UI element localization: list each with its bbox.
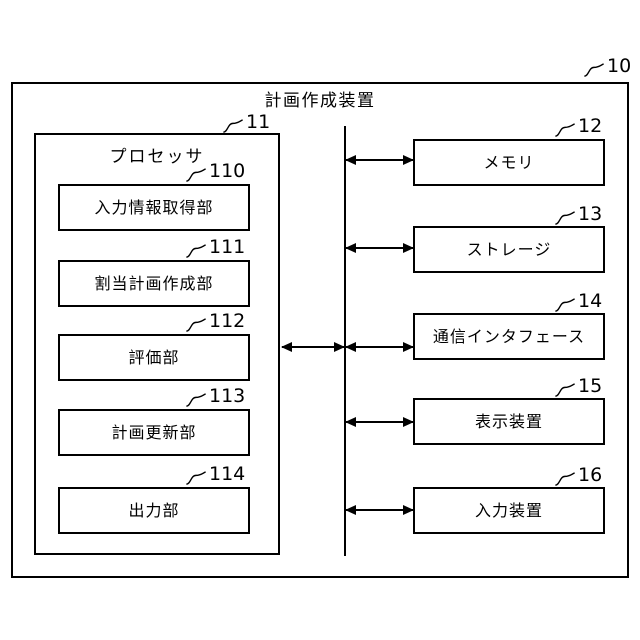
ref-numeral-12: 12	[578, 115, 603, 137]
ref-numeral-10: 10	[607, 55, 632, 77]
ref-numeral-113: 113	[209, 385, 246, 407]
ref-numeral-111: 111	[209, 236, 246, 258]
leader-line-111	[186, 244, 206, 258]
arrow-bus-display-device	[345, 417, 414, 427]
processor-unit-label: 計画更新部	[111, 422, 197, 442]
system-bus-line	[344, 126, 346, 556]
ref-numeral-14: 14	[578, 290, 603, 312]
peripheral-label: メモリ	[483, 152, 535, 172]
peripheral-label: 通信インタフェース	[432, 326, 586, 346]
peripheral-storage[interactable]: ストレージ	[413, 226, 605, 273]
leader-line-13	[555, 211, 575, 225]
leader-line-110	[186, 168, 206, 182]
ref-numeral-114: 114	[209, 463, 246, 485]
peripheral-memory[interactable]: メモリ	[413, 139, 605, 186]
processor-unit-label: 割当計画作成部	[94, 273, 214, 293]
processor-unit-plan-update[interactable]: 計画更新部	[58, 409, 250, 456]
device-title: 計画作成装置	[264, 91, 376, 111]
peripheral-label: 入力装置	[474, 500, 543, 520]
processor-unit-input-info-acquisition[interactable]: 入力情報取得部	[58, 184, 250, 231]
peripheral-display-device[interactable]: 表示装置	[413, 398, 605, 445]
processor-unit-label: 評価部	[128, 347, 180, 367]
processor-unit-label: 入力情報取得部	[94, 197, 214, 217]
peripheral-input-device[interactable]: 入力装置	[413, 487, 605, 534]
ref-numeral-16: 16	[578, 464, 603, 486]
arrow-bus-storage	[345, 243, 414, 253]
peripheral-label: 表示装置	[474, 411, 543, 431]
processor-unit-evaluation[interactable]: 評価部	[58, 334, 250, 381]
peripheral-communication-interface[interactable]: 通信インタフェース	[413, 313, 605, 360]
leader-line-114	[186, 471, 206, 485]
leader-line-16	[555, 472, 575, 486]
peripheral-label: ストレージ	[466, 239, 552, 259]
processor-unit-output[interactable]: 出力部	[58, 487, 250, 534]
processor-label: プロセッサ	[109, 147, 205, 167]
leader-line-113	[186, 393, 206, 407]
leader-line-10	[584, 63, 604, 77]
arrow-processor-bus	[281, 342, 345, 352]
arrow-bus-communication-interface	[345, 342, 414, 352]
arrow-bus-input-device	[345, 505, 414, 515]
ref-numeral-112: 112	[209, 310, 246, 332]
ref-numeral-15: 15	[578, 375, 603, 397]
arrow-bus-memory	[345, 155, 414, 165]
ref-numeral-13: 13	[578, 203, 603, 225]
leader-line-112	[186, 318, 206, 332]
leader-line-15	[555, 383, 575, 397]
ref-numeral-11: 11	[246, 111, 271, 133]
processor-unit-label: 出力部	[128, 500, 180, 520]
leader-line-11	[223, 119, 243, 133]
ref-numeral-110: 110	[209, 160, 246, 182]
processor-unit-allocation-plan-creation[interactable]: 割当計画作成部	[58, 260, 250, 307]
leader-line-14	[555, 298, 575, 312]
leader-line-12	[555, 123, 575, 137]
